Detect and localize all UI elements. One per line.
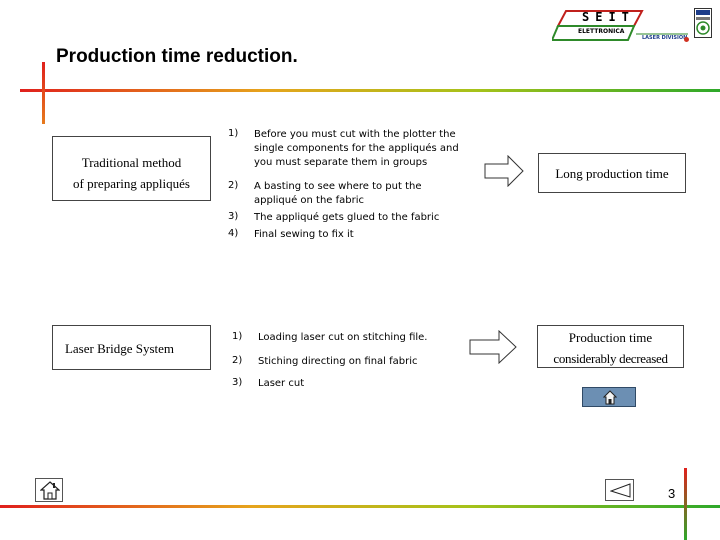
home-icon: [603, 390, 617, 405]
logo-subtitle: ELETTRONICA: [578, 28, 625, 35]
decreased-production-time-box: [537, 325, 684, 368]
decreased-production-time-label-line1: Production time: [568, 330, 653, 345]
traditional-method-box: [52, 136, 211, 201]
home-nav-button[interactable]: [35, 478, 63, 502]
right-arrow-icon: [469, 330, 517, 364]
bottom-horizontal-rule: [0, 505, 720, 508]
long-production-time-label: Long production time: [555, 166, 669, 181]
home-button[interactable]: [582, 387, 636, 407]
back-button[interactable]: [605, 479, 634, 501]
top-horizontal-rule: [20, 89, 720, 92]
home-icon: [40, 481, 60, 500]
long-production-time-box: [538, 153, 686, 193]
step-text: Laser cut: [258, 378, 305, 389]
page-title: Production time reduction.: [56, 46, 298, 67]
step-text: Before you must cut with the plotter the…: [254, 129, 459, 168]
logo-dot-icon: [684, 37, 689, 42]
step-text: Loading laser cut on stitching file.: [258, 332, 428, 343]
step-text: Stiching directing on final fabric: [258, 356, 418, 367]
bottom-vertical-rule: [684, 468, 687, 540]
step-number: 1): [228, 128, 239, 139]
step-text: The appliqué gets glued to the fabric: [254, 212, 440, 223]
seit-logo: SEIT ELETTRONICA LASER DIVISION: [550, 8, 692, 46]
laser-bridge-system-box: [52, 325, 211, 370]
right-arrow-icon: [484, 155, 524, 187]
step-number: 2): [228, 180, 239, 191]
step-text: A basting to see where to put the appliq…: [254, 181, 422, 206]
step-number: 2): [232, 355, 243, 366]
logo-brand: SEIT: [582, 10, 635, 24]
traditional-method-label-line2: of preparing appliqués: [73, 176, 190, 191]
laser-bridge-system-label: Laser Bridge System: [64, 341, 175, 356]
step-text: Final sewing to fix it: [254, 229, 354, 240]
step-number: 3): [232, 377, 243, 388]
seit-logo-graphic: [550, 10, 688, 41]
traditional-method-label-line1: Traditional method: [81, 155, 182, 170]
step-number: 1): [232, 331, 243, 342]
top-vertical-rule: [42, 62, 45, 124]
page-number: 3: [668, 486, 676, 501]
back-triangle-icon: [610, 483, 631, 498]
logo-division: LASER DIVISION: [642, 35, 688, 41]
certification-badge: [694, 8, 712, 38]
step-number: 4): [228, 228, 239, 239]
decreased-production-time-label-line2: considerably decreased: [553, 351, 668, 366]
step-number: 3): [228, 211, 239, 222]
certification-mark-icon: [696, 10, 710, 35]
